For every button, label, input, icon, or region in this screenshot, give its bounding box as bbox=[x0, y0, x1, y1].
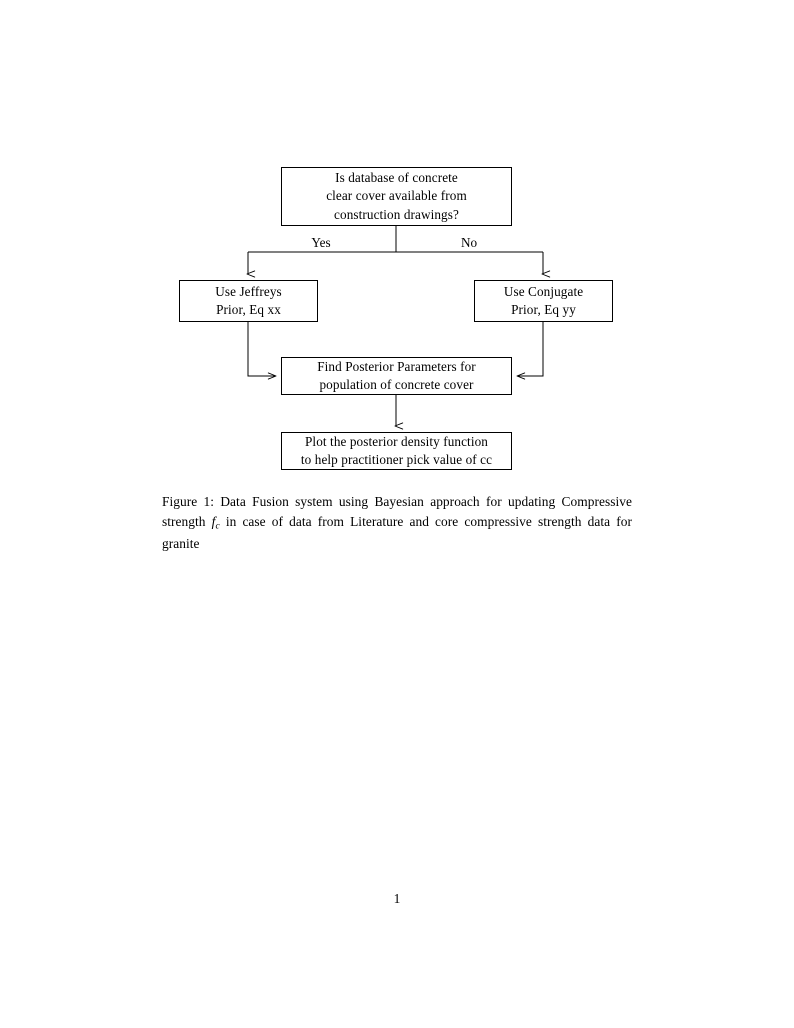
flow-node-posterior-line2: population of concrete cover bbox=[319, 377, 474, 392]
edge-decision-split bbox=[248, 226, 543, 253]
flow-node-conjugate-line2: Prior, Eq yy bbox=[511, 302, 576, 317]
figure-caption: Figure 1: Data Fusion system using Bayes… bbox=[162, 492, 632, 554]
flow-node-decision-line3: construction drawings? bbox=[334, 206, 459, 222]
flowchart-connectors bbox=[246, 226, 551, 430]
flow-node-plot-line2: to help practitioner pick value of cc bbox=[300, 452, 493, 467]
figure-flowchart: Is database of concrete clear cover avai… bbox=[0, 0, 794, 500]
figure-caption-text-before: Data Fusion system using Bayesian approa… bbox=[162, 494, 632, 530]
flow-node-jeffreys-prior: Use Jeffreys Prior, Eq xx bbox=[179, 280, 318, 322]
flow-node-posterior-line1: Find Posterior Parameters for bbox=[317, 358, 476, 374]
figure-caption-label: Figure 1: bbox=[162, 494, 215, 509]
edge-conjugate-to-posterior bbox=[516, 322, 544, 380]
flow-node-decision-line2: clear cover available from bbox=[326, 188, 467, 204]
flow-node-conjugate-prior: Use Conjugate Prior, Eq yy bbox=[474, 280, 613, 322]
flow-node-conjugate-line1: Use Conjugate bbox=[503, 283, 584, 299]
figure-caption-text-after: in case of data from Literature and core… bbox=[162, 514, 632, 551]
flow-node-find-posterior-parameters: Find Posterior Parameters for population… bbox=[281, 357, 512, 395]
flow-node-decision-line1: Is database of concrete bbox=[335, 170, 458, 186]
page-number: 1 bbox=[393, 891, 401, 906]
figure-caption-math-subscript: c bbox=[215, 520, 220, 532]
figure-caption-math-variable: f bbox=[211, 514, 216, 530]
edge-jeffreys-to-posterior bbox=[247, 322, 277, 380]
flow-node-plot-line1: Plot the posterior density function bbox=[305, 433, 488, 449]
flow-node-plot-posterior-density: Plot the posterior density function to h… bbox=[281, 432, 512, 470]
edge-label-yes: Yes bbox=[311, 235, 331, 250]
flow-node-jeffreys-line2: Prior, Eq xx bbox=[216, 302, 281, 317]
edge-label-no: No bbox=[460, 235, 478, 250]
flow-node-decision: Is database of concrete clear cover avai… bbox=[281, 167, 512, 226]
flow-node-jeffreys-line1: Use Jeffreys bbox=[215, 283, 282, 299]
